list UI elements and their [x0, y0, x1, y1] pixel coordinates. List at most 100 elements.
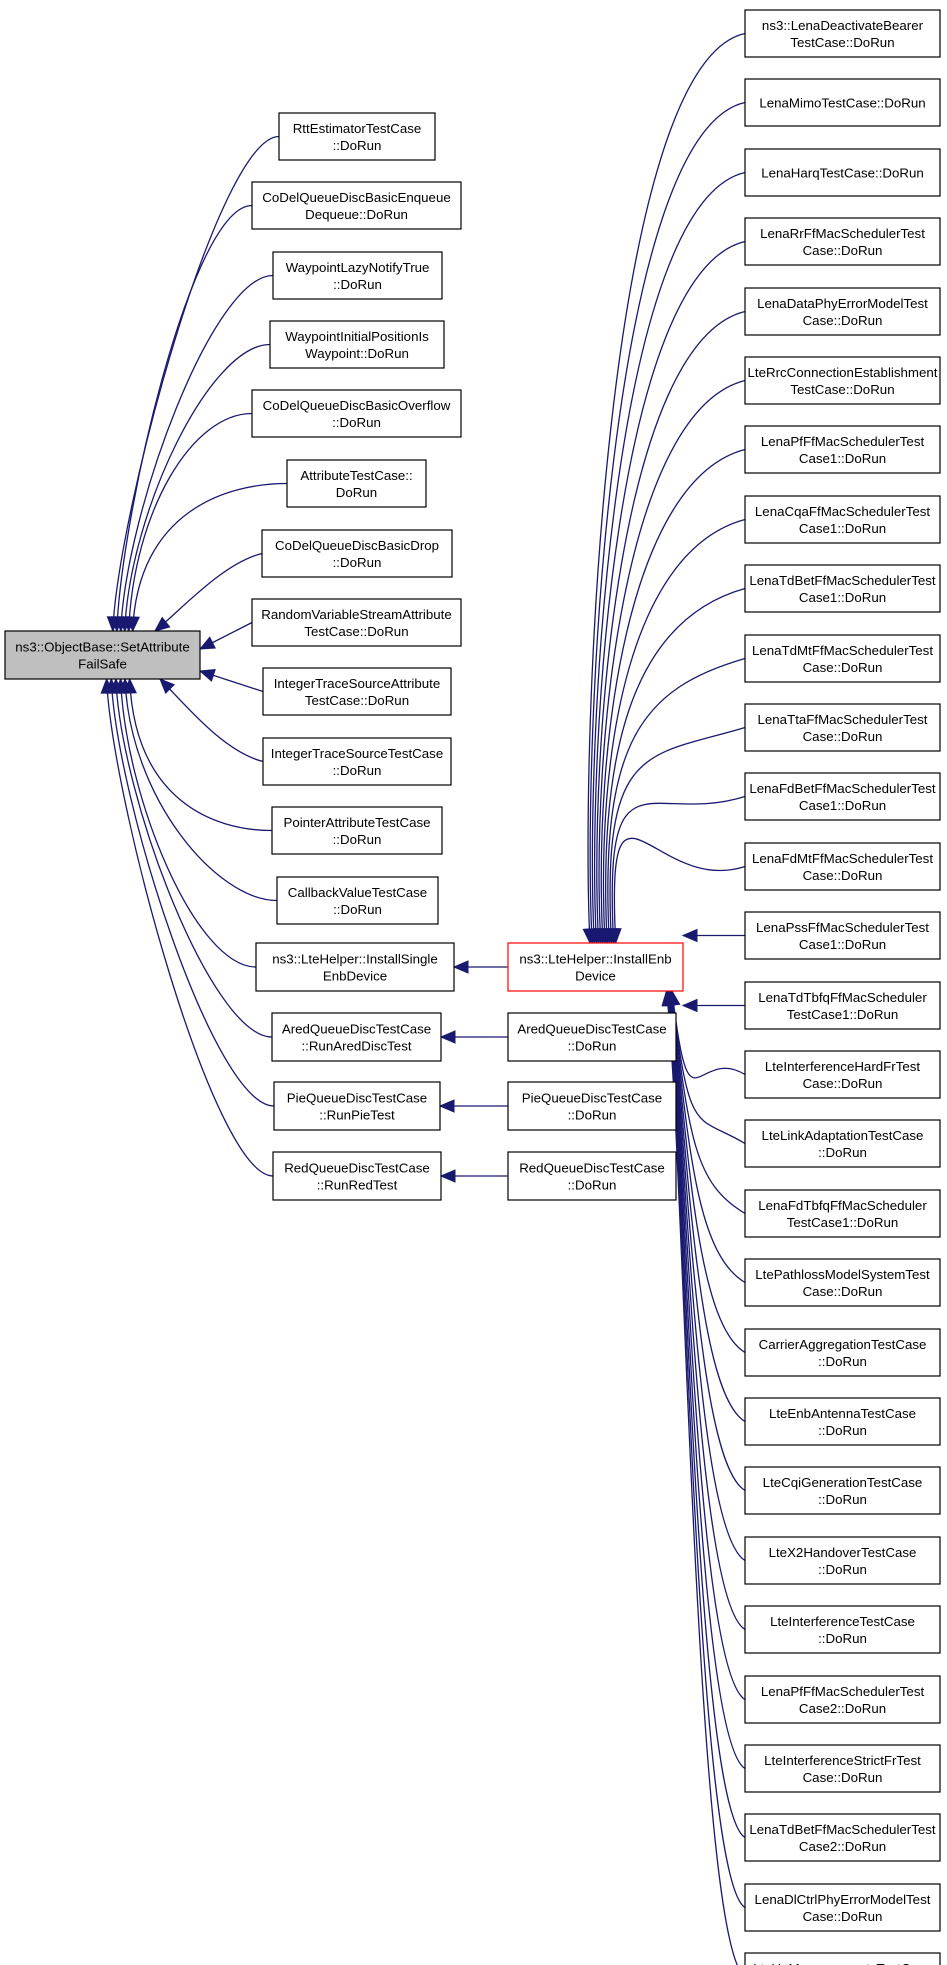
node-ared_run[interactable]: AredQueueDiscTestCase::RunAredDiscTest — [271, 1012, 442, 1062]
node-rr-box — [744, 217, 941, 266]
edge-fdmt-to-installenb — [608, 837, 746, 945]
node-pie_run[interactable]: PieQueueDiscTestCase::RunPieTest — [273, 1081, 441, 1131]
edge-tta-to-installenb-line — [609, 726, 746, 944]
edge-enbantenna-to-installenb-line — [669, 990, 746, 1423]
node-callback_value-label: CallbackValueTestCase — [288, 885, 427, 900]
node-rr-label: LenaRrFfMacSchedulerTest — [760, 226, 925, 241]
node-callback_value-box — [276, 876, 439, 925]
edge-tta-to-installenb — [603, 726, 746, 945]
edge-waypoint_lazy-to-root — [114, 274, 274, 633]
node-red-dorun[interactable]: RedQueueDiscTestCase::DoRun — [507, 1151, 677, 1201]
node-int_trace_attr[interactable]: IntegerTraceSourceAttributeTestCase::DoR… — [262, 667, 452, 716]
edge-cqa1-to-installenb — [597, 518, 746, 945]
edge-hardfr-to-installenb-line — [671, 990, 746, 1079]
node-dlctrl-label: Case::DoRun — [803, 1909, 883, 1924]
node-codel_overflow[interactable]: CoDelQueueDiscBasicOverflow::DoRun — [251, 389, 462, 438]
edge-attribute-to-root — [126, 482, 288, 633]
node-tta-label: LenaTtaFfMacSchedulerTest — [758, 712, 928, 727]
node-int_trace_tc[interactable]: IntegerTraceSourceTestCase::DoRun — [262, 737, 452, 786]
node-red_run-box — [272, 1151, 442, 1201]
edge-int_trace_tc-to-root-arrowhead — [159, 678, 176, 695]
node-x2handover-box — [744, 1536, 941, 1585]
node-random_var[interactable]: RandomVariableStreamAttributeTestCase::D… — [251, 598, 462, 647]
node-fdtbfq1-label: LenaFdTbfqFfMacScheduler — [758, 1198, 927, 1213]
node-cqa1-box — [744, 495, 941, 544]
node-attribute[interactable]: AttributeTestCase::DoRun — [286, 459, 427, 508]
node-cqa1-label: LenaCqaFfMacSchedulerTest — [755, 504, 930, 519]
node-rrc[interactable]: LteRrcConnectionEstablishmentTestCase::D… — [744, 356, 941, 405]
node-waypoint_lazy[interactable]: WaypointLazyNotifyTrue::DoRun — [272, 251, 443, 300]
node-mimo[interactable]: LenaMimoTestCase::DoRun — [744, 78, 941, 127]
node-fdbet1-label: LenaFdBetFfMacSchedulerTest — [749, 781, 936, 796]
node-enbantenna[interactable]: LteEnbAntennaTestCase::DoRun — [744, 1397, 941, 1446]
node-tdtbfq1-label: LenaTdTbfqFfMacScheduler — [758, 990, 927, 1005]
edge-attribute-to-root-arrowhead — [126, 616, 140, 633]
node-lte-installenbdevice-box — [507, 942, 684, 992]
node-callback_value[interactable]: CallbackValueTestCase::DoRun — [276, 876, 439, 925]
edge-pie_dorun-to-pie_run-arrowhead — [438, 1099, 455, 1113]
node-cqigen[interactable]: LteCqiGenerationTestCase::DoRun — [744, 1466, 941, 1515]
node-pf1-label: Case1::DoRun — [799, 451, 886, 466]
node-pss1-label: LenaPssFfMacSchedulerTest — [756, 920, 929, 935]
node-int_trace_tc-label: ::DoRun — [333, 763, 382, 778]
node-tdbet2-label: Case2::DoRun — [799, 1839, 886, 1854]
node-strictfr-label: LteInterferenceStrictFrTest — [764, 1753, 921, 1768]
node-tdmt-label: LenaTdMtFfMacSchedulerTest — [752, 643, 933, 658]
edge-codel_drop-to-root-line — [154, 552, 263, 632]
node-red-dorun-label: RedQueueDiscTestCase — [519, 1161, 665, 1176]
node-fdmt-label: Case::DoRun — [803, 868, 883, 883]
node-linkadapt[interactable]: LteLinkAdaptationTestCase::DoRun — [744, 1119, 941, 1168]
node-pie-dorun[interactable]: PieQueueDiscTestCase::DoRun — [507, 1081, 677, 1131]
node-interference[interactable]: LteInterferenceTestCase::DoRun — [744, 1605, 941, 1654]
node-tdbet1-label: Case1::DoRun — [799, 590, 886, 605]
node-codel_drop[interactable]: CoDelQueueDiscBasicDrop::DoRun — [261, 529, 453, 578]
node-int_trace_tc-box — [262, 737, 452, 786]
node-pointer_attr[interactable]: PointerAttributeTestCase::DoRun — [271, 806, 443, 855]
node-x2handover[interactable]: LteX2HandoverTestCase::DoRun — [744, 1536, 941, 1585]
node-harq[interactable]: LenaHarqTestCase::DoRun — [744, 148, 941, 197]
node-uemeas[interactable]: LteUeMeasurementsTestCase::DoRun — [744, 1952, 941, 1965]
edge-install_single-to-root — [114, 677, 257, 968]
node-rtt[interactable]: RttEstimatorTestCase::DoRun — [278, 112, 436, 161]
node-red-dorun-label: ::DoRun — [568, 1178, 617, 1193]
node-ared-dorun[interactable]: AredQueueDiscTestCase::DoRun — [507, 1012, 677, 1062]
node-cqigen-label: LteCqiGenerationTestCase — [763, 1475, 923, 1490]
node-fdmt-label: LenaFdMtFfMacSchedulerTest — [752, 851, 933, 866]
edge-pss1-to-installenb-arrowhead — [681, 928, 698, 943]
edge-ared_dorun-to-ared_run — [439, 1030, 508, 1044]
node-pss1-box — [744, 911, 941, 960]
node-red_run[interactable]: RedQueueDiscTestCase::RunRedTest — [272, 1151, 442, 1201]
node-harq-label: LenaHarqTestCase::DoRun — [761, 166, 924, 181]
edge-attribute-to-root-line — [131, 482, 288, 632]
node-int_trace_attr-label: TestCase::DoRun — [305, 693, 409, 708]
node-carrier[interactable]: CarrierAggregationTestCase::DoRun — [744, 1328, 941, 1377]
edge-tdmt-to-installenb-line — [607, 657, 746, 944]
node-pointer_attr-box — [271, 806, 443, 855]
node-int_trace_attr-label: IntegerTraceSourceAttribute — [274, 676, 441, 691]
node-tdtbfq1-box — [744, 981, 941, 1030]
